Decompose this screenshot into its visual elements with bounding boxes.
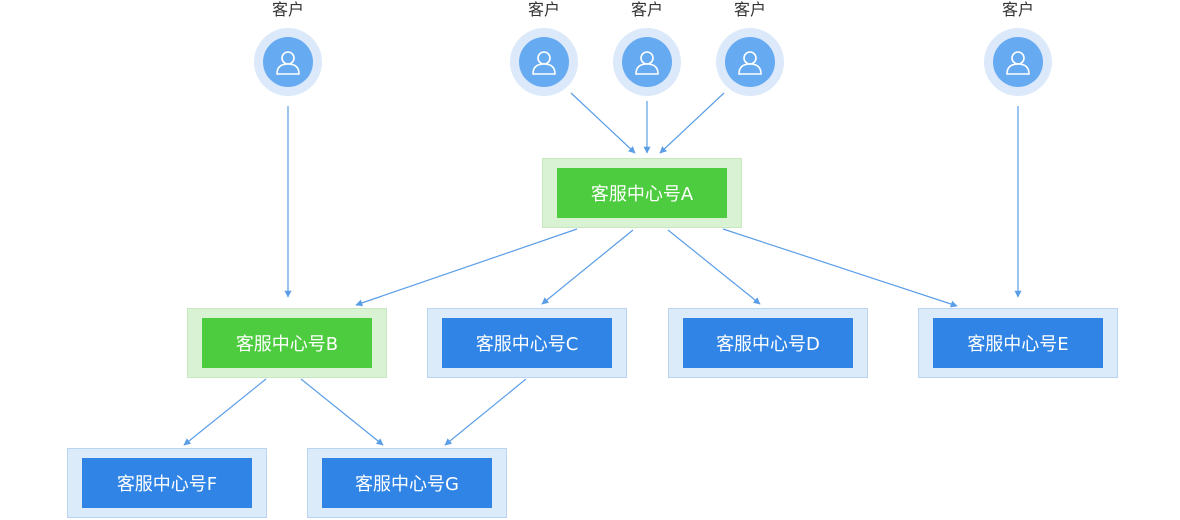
customer-node: 客户 [613,0,681,96]
service-node-F: 客服中心号F [67,448,267,518]
user-icon [276,51,300,75]
service-node-B: 客服中心号B [187,308,387,378]
service-node-D: 客服中心号D [668,308,868,378]
service-node-label: 客服中心号C [476,334,579,355]
customer-node: 客户 [510,0,578,96]
customer-avatar [519,37,569,87]
customer-label: 客户 [272,0,304,19]
service-node-box [683,318,853,368]
service-node-label: 客服中心号G [355,474,459,495]
customer-node: 客户 [984,0,1052,96]
customer-label: 客户 [734,0,766,19]
customer-avatar [725,37,775,87]
connector-C-to-G [444,378,527,446]
user-icon [635,51,659,75]
user-icon [532,51,556,75]
service-node-E: 客服中心号E [918,308,1118,378]
connector-A-to-E [722,228,958,308]
customer-avatar [622,37,672,87]
user-icon [738,51,762,75]
connector-c4-to-A [659,92,725,154]
customer-avatar [263,37,313,87]
connector-B-to-G [300,378,384,446]
service-node-A: 客服中心号A [542,158,742,228]
service-node-label: 客服中心号B [236,334,338,355]
customer-node: 客户 [254,0,322,96]
service-node-label: 客服中心号F [117,474,217,495]
service-node-label: 客服中心号A [591,184,694,205]
connector-A-to-C [541,229,634,305]
connector-B-to-F [183,378,267,446]
service-node-box [82,458,252,508]
service-node-label: 客服中心号E [967,334,1068,355]
service-node-box [202,318,372,368]
user-icon [1006,51,1030,75]
customers: 客户 客户 客户 客户 客户 [254,0,1052,96]
customer-label: 客户 [1002,0,1034,19]
service-node-box [557,168,727,218]
connectors [183,92,1022,446]
service-node-box [442,318,612,368]
connector-c2-to-A [570,92,636,154]
service-node-C: 客服中心号C [427,308,627,378]
customer-label: 客户 [528,0,560,19]
service-node-box [322,458,492,508]
service-nodes: 客服中心号A 客服中心号B 客服中心号C 客服中心号D 客服中心号E 客服中心号F 客服中心… [67,158,1118,518]
customer-label: 客户 [631,0,663,19]
service-node-G: 客服中心号G [307,448,507,518]
service-node-box [933,318,1103,368]
connector-A-to-D [667,229,761,305]
service-node-label: 客服中心号D [716,334,820,355]
customer-avatar [993,37,1043,87]
customer-node: 客户 [716,0,784,96]
connector-A-to-B [355,228,578,307]
